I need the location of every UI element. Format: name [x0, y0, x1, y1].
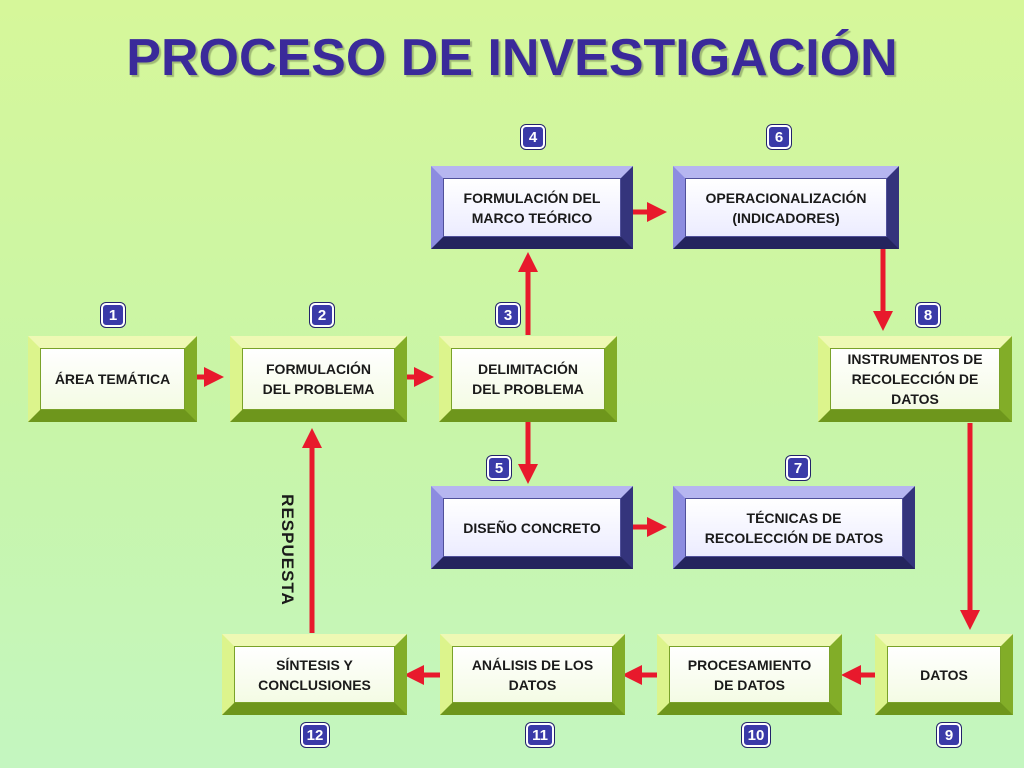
- box-diseno-concreto-label: DISEÑO CONCRETO: [463, 519, 601, 536]
- step-badge-7: 7: [786, 456, 810, 480]
- box-procesamiento-label: PROCESAMIENTO DE DATOS: [687, 656, 812, 693]
- step-badge-5: 5: [487, 456, 511, 480]
- box-formulacion-problema-label: FORMULACIÓN DEL PROBLEMA: [262, 361, 375, 397]
- box-instrumentos: INSTRUMENTOS DE RECOLECCIÓN DE DATOS: [818, 336, 1012, 422]
- box-sintesis-label: SÍNTESIS Y CONCLUSIONES: [258, 656, 371, 693]
- box-datos: DATOS: [875, 634, 1013, 715]
- box-procesamiento: PROCESAMIENTO DE DATOS: [657, 634, 842, 715]
- step-badge-4: 4: [521, 125, 545, 149]
- step-badge-12: 12: [301, 723, 329, 747]
- box-delimitacion-problema-label: DELIMITACIÓN DEL PROBLEMA: [472, 361, 584, 397]
- box-marco-teorico-label: FORMULACIÓN DEL MARCO TEÓRICO: [463, 189, 601, 226]
- step-badge-9: 9: [937, 723, 961, 747]
- box-formulacion-problema: FORMULACIÓN DEL PROBLEMA: [230, 336, 407, 422]
- box-datos-label: DATOS: [920, 666, 968, 683]
- box-analisis: ANÁLISIS DE LOS DATOS: [440, 634, 625, 715]
- box-tecnicas-recoleccion: TÉCNICAS DE RECOLECCIÓN DE DATOS: [673, 486, 915, 569]
- page-title: PROCESO DE INVESTIGACIÓN: [126, 29, 898, 87]
- box-marco-teorico: FORMULACIÓN DEL MARCO TEÓRICO: [431, 166, 633, 249]
- box-delimitacion-problema: DELIMITACIÓN DEL PROBLEMA: [439, 336, 617, 422]
- step-badge-1: 1: [101, 303, 125, 327]
- box-instrumentos-label: INSTRUMENTOS DE RECOLECCIÓN DE DATOS: [847, 351, 983, 407]
- box-analisis-label: ANÁLISIS DE LOS DATOS: [471, 656, 594, 693]
- step-badge-6: 6: [767, 125, 791, 149]
- step-badge-10: 10: [742, 723, 770, 747]
- step-badge-2: 2: [310, 303, 334, 327]
- box-area-tematica-label: ÁREA TEMÁTICA: [54, 371, 171, 387]
- box-area-tematica: ÁREA TEMÁTICA: [28, 336, 197, 422]
- step-badge-3: 3: [496, 303, 520, 327]
- step-badge-8: 8: [916, 303, 940, 327]
- box-diseno-concreto: DISEÑO CONCRETO: [431, 486, 633, 569]
- box-sintesis: SÍNTESIS Y CONCLUSIONES: [222, 634, 407, 715]
- step-badge-11: 11: [526, 723, 554, 747]
- respuesta-label: RESPUESTA: [278, 494, 297, 606]
- box-operacionalizacion: OPERACIONALIZACIÓN (INDICADORES): [673, 166, 899, 249]
- box-tecnicas-recoleccion-label: TÉCNICAS DE RECOLECCIÓN DE DATOS: [704, 509, 884, 546]
- box-operacionalizacion-label: OPERACIONALIZACIÓN (INDICADORES): [705, 189, 867, 226]
